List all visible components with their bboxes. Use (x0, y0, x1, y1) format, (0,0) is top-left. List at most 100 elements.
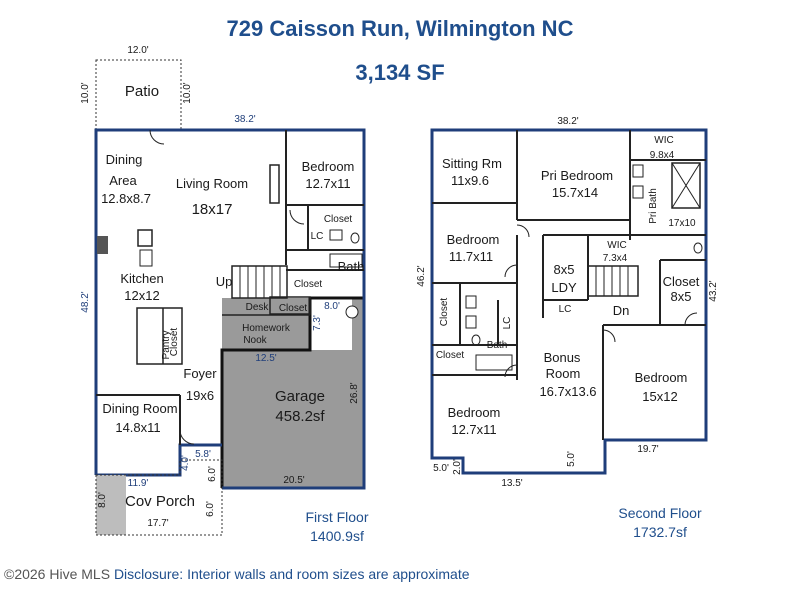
second-notch-dim: 5.0' (566, 451, 577, 467)
bedroom-3-size: 12.7x11 (451, 422, 496, 437)
porch-fill (96, 475, 126, 535)
laundry-label: LDY (551, 280, 577, 295)
stove (97, 236, 108, 254)
closet-l1-label: Closet (439, 298, 450, 327)
patio-left-dim: 10.0' (80, 82, 91, 103)
porch-top-dim: 11.9' (128, 478, 149, 489)
lc-2-label: LC (502, 317, 513, 330)
watermark: ©2026 Hive MLS (4, 566, 111, 582)
first-floor-name: First Floor (306, 509, 369, 525)
stair-treads (239, 266, 281, 298)
door-arc-a (516, 224, 530, 238)
garage-size: 458.2sf (275, 408, 325, 425)
dining-room-size: 14.8x11 (115, 420, 160, 435)
kitchen-sink (137, 229, 153, 247)
closet-3-label: Closet (279, 303, 308, 314)
bedroom-2-size: 15x12 (642, 389, 677, 404)
homework-label: Homework (242, 323, 291, 334)
wic-1-label: WIC (654, 135, 673, 146)
second-floor-name: Second Floor (618, 505, 702, 521)
bedroom-1-size: 11.7x11 (449, 249, 493, 264)
door-arc-c (504, 364, 518, 378)
bath-sink-2 (465, 315, 477, 329)
foyer-size: 19x6 (186, 388, 214, 403)
bath-label: Bath (338, 259, 365, 274)
closet-2-label: Closet (294, 279, 323, 290)
sitting-rm-label: Sitting Rm (442, 156, 502, 171)
second-left-dim: 46.2' (416, 265, 427, 286)
wic-1-size: 9.8x4 (650, 150, 675, 161)
bedroom-size: 12.7x11 (305, 176, 350, 191)
shower-x-2 (671, 162, 701, 209)
cov-porch-label: Cov Porch (125, 493, 195, 510)
foyer-label: Foyer (183, 366, 217, 381)
bonus-room-label-2: Room (546, 366, 581, 381)
porch-left-dim: 8.0' (97, 492, 108, 508)
bedroom-2-label: Bedroom (635, 370, 688, 385)
pri-bath-label: Pri Bath (648, 188, 659, 224)
nook-width-dim: 12.5' (255, 353, 276, 364)
bath-sink (329, 229, 343, 241)
bonus-room-label: Bonus (544, 350, 581, 365)
first-floor-area: 1400.9sf (310, 528, 364, 544)
shower (671, 162, 701, 209)
porch-right-dim: 6.0' (207, 466, 218, 482)
lc-1-label: LC (559, 304, 572, 315)
second-floor-outer-wall (430, 128, 708, 475)
porch-bottom-dim: 17.7' (147, 518, 168, 529)
second-bottom-mid-dim: 13.5' (501, 478, 522, 489)
bath-sink-1 (465, 295, 477, 309)
closet-l2-label: Closet (436, 350, 465, 361)
closet-1-label: Closet (324, 214, 353, 225)
front-door-arc (179, 429, 195, 445)
bedroom-label: Bedroom (302, 159, 355, 174)
wic-2-label: WIC (607, 240, 626, 251)
patio-door-arc (149, 129, 165, 145)
disclosure: Disclosure: Interior walls and room size… (113, 566, 470, 582)
pantry-label: Pantry (161, 331, 172, 360)
dishwasher (139, 249, 153, 267)
living-room-label: Living Room (176, 176, 248, 191)
address-title: 729 Caisson Run, Wilmington NC (226, 16, 574, 41)
bathtub (329, 253, 363, 268)
bonus-room-size: 16.7x13.6 (539, 384, 596, 399)
bedroom-door-arc (289, 209, 305, 225)
dining-room-label: Dining Room (102, 401, 177, 416)
garage-top-dim: 8.0' (324, 301, 340, 312)
toilet (350, 232, 360, 244)
closet-right-label: Closet (663, 274, 700, 289)
second-floor-stairs (587, 265, 639, 297)
second-step-height-dim: 2.0' (452, 459, 463, 475)
porch-notch-width-dim: 5.8' (195, 449, 211, 460)
second-top-dim: 38.2' (557, 116, 578, 127)
first-floor-stairs (231, 265, 288, 299)
pantry-box (136, 307, 183, 365)
porch-notch-height-dim: 4.0' (180, 455, 191, 471)
stairs-up-label: Up (216, 274, 233, 289)
second-toilet (471, 334, 481, 346)
desk-label: Desk (246, 302, 270, 313)
sitting-rm-size: 11x9.6 (451, 173, 489, 188)
patio-right-dim: 10.0' (182, 82, 193, 103)
living-room-size: 18x17 (192, 201, 233, 218)
first-floor-outer-wall (94, 128, 366, 490)
garage-wall (220, 296, 364, 488)
total-sf-title: 3,134 SF (355, 60, 445, 85)
nook-label: Nook (243, 335, 267, 346)
kitchen-label: Kitchen (120, 271, 163, 286)
pri-bedroom-label: Pri Bedroom (541, 168, 613, 183)
fireplace (269, 164, 280, 204)
second-right-dim: 43.2' (708, 280, 719, 301)
pri-sink-1 (632, 164, 644, 178)
porch-right-2-dim: 6.0' (205, 501, 216, 517)
cov-porch-outline (95, 459, 223, 536)
garage-right-dim: 26.8' (349, 382, 360, 403)
patio-label: Patio (125, 83, 159, 100)
small-closet-box (269, 296, 311, 315)
closet-right-size: 8x5 (671, 289, 692, 304)
pri-bedroom-size: 15.7x14 (552, 185, 598, 200)
dining-area-label-2: Area (109, 173, 137, 188)
bedroom-3-label: Bedroom (448, 405, 501, 420)
pri-sink-2 (632, 185, 644, 199)
